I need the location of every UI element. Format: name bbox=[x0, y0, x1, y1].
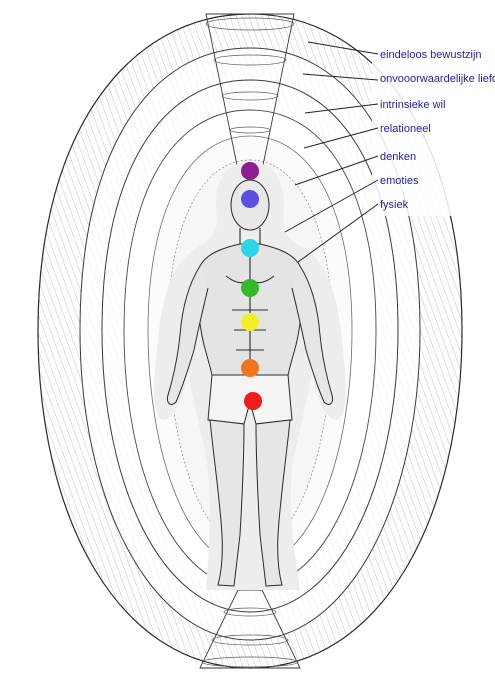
chakra-root bbox=[244, 392, 262, 410]
chakra-throat bbox=[241, 239, 259, 257]
layer-label-eindeloos-bewustzijn: eindeloos bewustzijn bbox=[380, 49, 482, 61]
layer-label-emoties: emoties bbox=[380, 175, 419, 187]
layer-label-intrinsieke-wil: intrinsieke wil bbox=[380, 99, 445, 111]
chakra-solar-plexus bbox=[241, 313, 259, 331]
chakra-crown bbox=[241, 162, 259, 180]
chakra-third-eye bbox=[241, 190, 259, 208]
layer-label-onvoorwaardelijke-liefde: onvooorwaardelijke liefde bbox=[380, 73, 495, 85]
layer-label-relationeel: relationeel bbox=[380, 123, 431, 135]
layer-label-denken: denken bbox=[380, 151, 416, 163]
chakra-heart bbox=[241, 279, 259, 297]
layer-label-fysiek: fysiek bbox=[380, 199, 409, 211]
chakra-sacral bbox=[241, 359, 259, 377]
